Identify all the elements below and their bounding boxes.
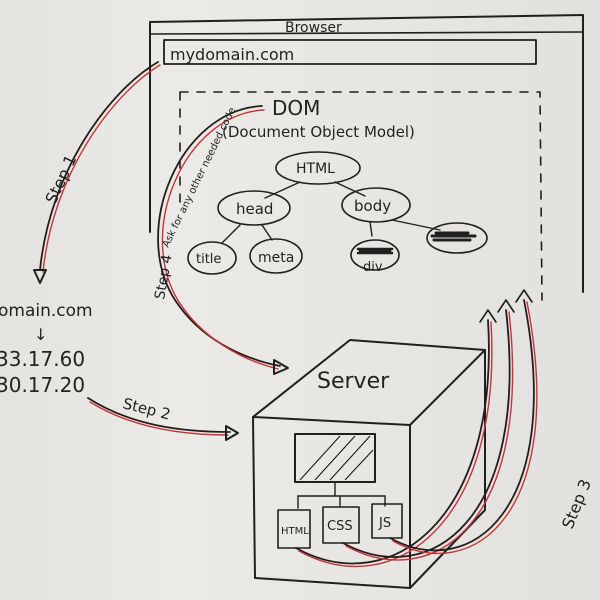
node-div: div: [363, 260, 383, 275]
server-label: Server: [317, 369, 390, 394]
dns-domain: omain.com: [0, 301, 93, 321]
url-bar-text: mydomain.com: [170, 45, 294, 64]
node-body: body: [354, 197, 391, 215]
dom-subtitle: (Document Object Model): [222, 123, 415, 141]
dns-ip-2: 30.17.20: [0, 373, 85, 397]
dom-tree: HTML head body title meta div: [187, 151, 488, 275]
step1-label: Step 1: [41, 152, 80, 207]
browser-title: Browser: [285, 20, 342, 36]
dom-title: DOM: [272, 96, 320, 120]
file-js: JS: [378, 516, 391, 531]
file-html: HTML: [281, 526, 309, 537]
dns-lookup: omain.com ↓ 33.17.60 30.17.20: [0, 301, 93, 397]
step3-label: Step 3: [558, 476, 595, 531]
step2-arrow: Step 2: [87, 394, 239, 441]
node-meta: meta: [258, 250, 294, 266]
step1-arrow: Step 1: [33, 61, 161, 284]
server-box: Server HTML CSS JS: [252, 339, 486, 589]
node-html: HTML: [296, 161, 335, 177]
browser-window: Browser mydomain.com: [149, 14, 584, 301]
dns-ip-1: 33.17.60: [0, 347, 85, 371]
step4-label: Step 4: [152, 253, 176, 300]
node-title: title: [196, 252, 221, 267]
dns-arrow: ↓: [34, 325, 47, 344]
step2-label: Step 2: [121, 394, 172, 423]
dom-heading: DOM (Document Object Model): [222, 96, 415, 141]
step4-note: Ask for any other needed code: [161, 106, 238, 249]
node-head: head: [236, 200, 273, 218]
file-css: CSS: [327, 519, 353, 534]
